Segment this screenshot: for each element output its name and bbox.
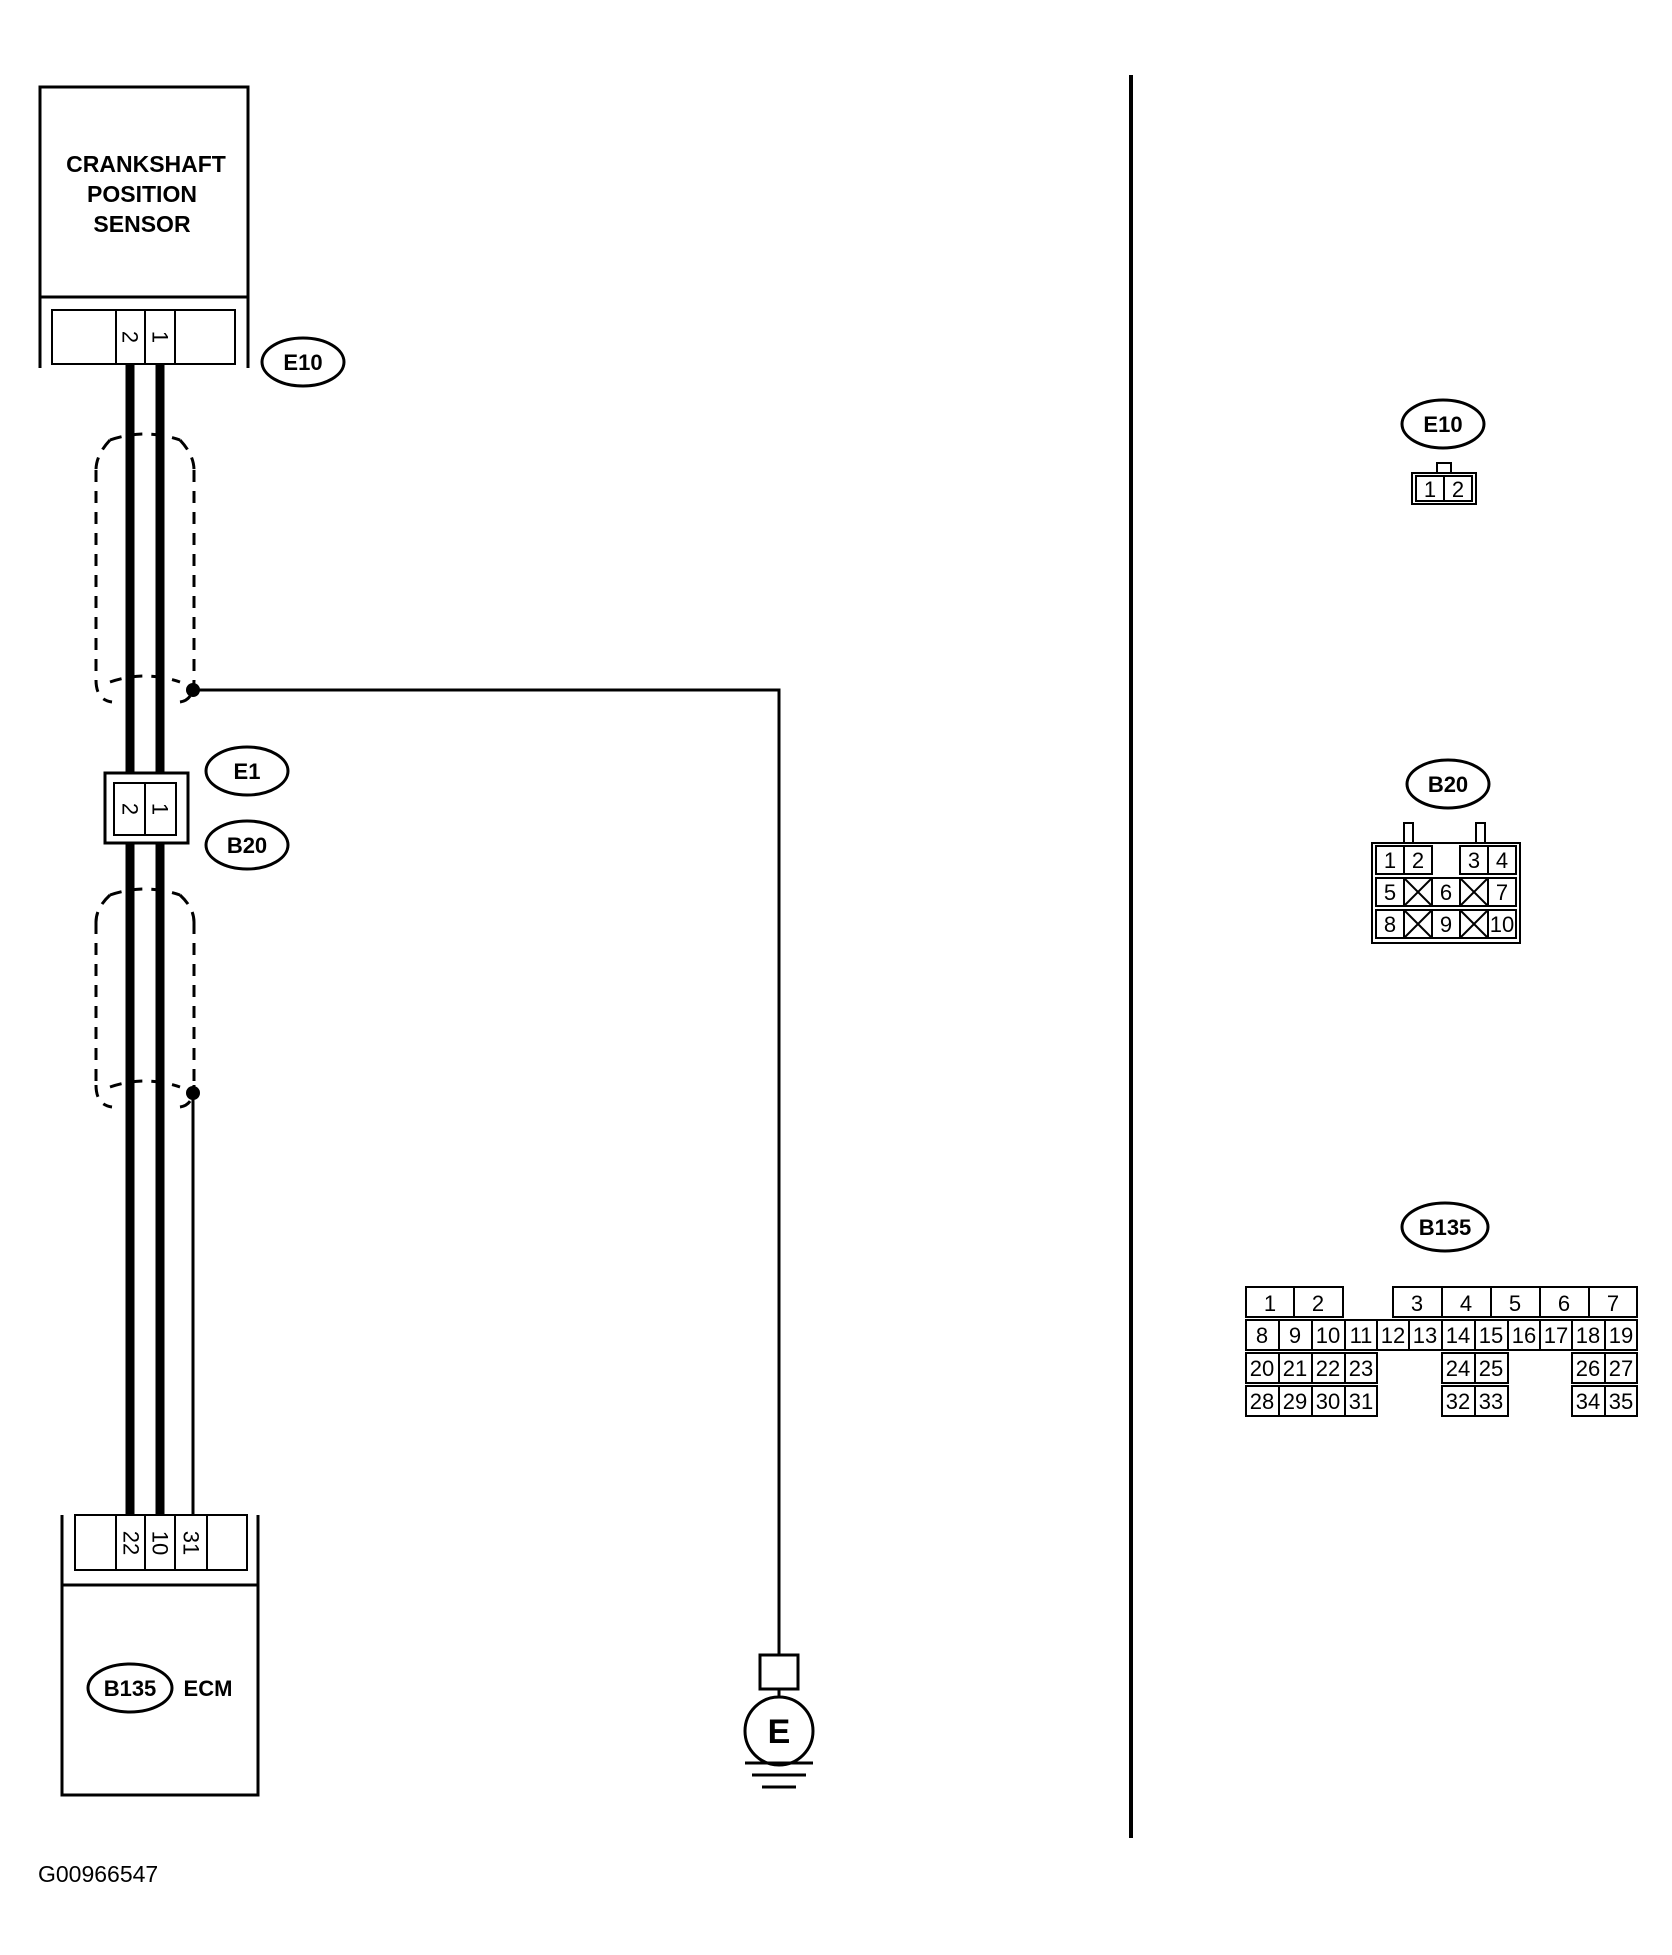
view-b135-pin-17: 17	[1544, 1323, 1568, 1348]
connector-view-b135: B135 1 2 3 4 5 6 7	[1245, 1201, 1638, 1417]
view-b135-pin-18: 18	[1576, 1323, 1600, 1348]
view-b20-pin-7: 7	[1496, 880, 1508, 905]
junction-connector: 2 1	[103, 771, 190, 845]
ecm-connector: 22 10 31	[60, 1514, 260, 1585]
view-b135-pin-23: 23	[1349, 1356, 1373, 1381]
view-b135-pin-10: 10	[1316, 1323, 1340, 1348]
view-e10-pin-1: 1	[1424, 477, 1436, 502]
junction-pin-2: 2	[118, 803, 143, 815]
view-b135-pin-4: 4	[1460, 1291, 1472, 1316]
sensor-connector-id: E10	[283, 350, 322, 375]
sensor-pin-2: 2	[118, 331, 143, 343]
view-b20-id: B20	[1428, 772, 1468, 797]
view-e10-id: E10	[1423, 412, 1462, 437]
junction-tag-upper: E1	[204, 745, 290, 797]
view-b20-pin-9: 9	[1440, 912, 1452, 937]
view-b135-pin-7: 7	[1607, 1291, 1619, 1316]
view-b135-pin-11: 11	[1350, 1323, 1373, 1348]
view-b135-pin-26: 26	[1576, 1356, 1600, 1381]
figure-code: G00966547	[38, 1861, 158, 1887]
ecm-pin-22: 22	[119, 1531, 144, 1555]
view-b135-pin-34: 34	[1576, 1389, 1600, 1414]
crankshaft-sensor: CRANKSHAFT POSITION SENSOR	[38, 85, 250, 299]
view-b135-pin-32: 32	[1446, 1389, 1470, 1414]
sensor-label-line1: CRANKSHAFT	[66, 151, 226, 177]
ecm-pin-10: 10	[148, 1531, 173, 1555]
view-b135-pin-35: 35	[1609, 1389, 1633, 1414]
view-b135-pin-20: 20	[1250, 1356, 1274, 1381]
ecm-pin-31: 31	[179, 1531, 204, 1555]
view-b135-pin-1: 1	[1264, 1291, 1276, 1316]
view-b135-pin-2: 2	[1312, 1291, 1324, 1316]
junction-tag-lower: B20	[204, 819, 290, 871]
view-b20-pin-5: 5	[1384, 880, 1396, 905]
view-b135-pin-6: 6	[1558, 1291, 1570, 1316]
view-b20-pin-6: 6	[1440, 880, 1452, 905]
view-b135-pin-8: 8	[1256, 1323, 1268, 1348]
view-e10-pin-2: 2	[1452, 477, 1464, 502]
sensor-pin-1: 1	[148, 331, 173, 343]
view-b135-pin-16: 16	[1512, 1323, 1536, 1348]
view-b135-pin-30: 30	[1316, 1389, 1340, 1414]
view-b135-pin-31: 31	[1349, 1389, 1373, 1414]
view-b20-pin-10: 10	[1490, 912, 1514, 937]
sensor-connector: 2 1	[38, 297, 250, 368]
sensor-wires	[125, 364, 165, 1515]
ecm-box: B135 ECM	[60, 1583, 260, 1797]
view-b135-id: B135	[1419, 1215, 1472, 1240]
view-b135-pin-22: 22	[1316, 1356, 1340, 1381]
view-b135-pin-29: 29	[1283, 1389, 1307, 1414]
view-b135-pin-24: 24	[1446, 1356, 1470, 1381]
junction-lower-id: B20	[227, 833, 267, 858]
connector-view-b20: B20 1 2 3 4 5 6 7	[1371, 758, 1521, 944]
sensor-label-line2: POSITION	[87, 181, 197, 207]
ecm-label: ECM	[184, 1676, 233, 1701]
ecm-connector-id: B135	[104, 1676, 157, 1701]
view-b135-pin-14: 14	[1446, 1323, 1470, 1348]
view-b135-pin-3: 3	[1411, 1291, 1423, 1316]
ground-label: E	[768, 1713, 791, 1751]
view-b135-pin-21: 21	[1283, 1356, 1307, 1381]
view-b135-pin-27: 27	[1609, 1356, 1633, 1381]
view-b20-pin-4: 4	[1496, 848, 1508, 873]
view-b20-pin-8: 8	[1384, 912, 1396, 937]
view-b135-pin-12: 12	[1381, 1323, 1405, 1348]
view-b135-pin-19: 19	[1609, 1323, 1633, 1348]
shield-ground-wire	[193, 688, 781, 1655]
view-b20-pin-2: 2	[1412, 848, 1424, 873]
view-b135-pin-5: 5	[1509, 1291, 1521, 1316]
view-b20-pin-1: 1	[1384, 848, 1396, 873]
junction-pin-1: 1	[148, 803, 173, 815]
view-b135-pin-9: 9	[1289, 1323, 1301, 1348]
sensor-connector-tag: E10	[260, 336, 346, 388]
junction-upper-id: E1	[234, 759, 261, 784]
view-b135-pin-13: 13	[1413, 1323, 1437, 1348]
ground-symbol: E	[743, 1653, 815, 1789]
sensor-label-line3: SENSOR	[93, 211, 191, 237]
view-b135-pin-28: 28	[1250, 1389, 1274, 1414]
view-b135-pin-33: 33	[1479, 1389, 1503, 1414]
view-b135-pin-25: 25	[1479, 1356, 1503, 1381]
connector-view-e10: E10 1 2	[1400, 398, 1486, 505]
upper-shield	[94, 432, 196, 704]
view-b20-pin-3: 3	[1468, 848, 1480, 873]
lower-shield	[94, 887, 196, 1109]
view-b135-pin-15: 15	[1479, 1323, 1503, 1348]
